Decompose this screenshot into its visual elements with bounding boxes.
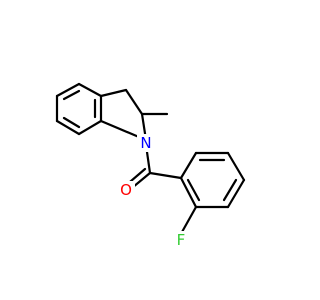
- oxygen-label: O: [120, 181, 132, 199]
- nitrogen-label: N: [140, 134, 151, 152]
- bond: [179, 176, 198, 209]
- bond-double-inner: [222, 178, 238, 202]
- nitrogen-mask: [137, 134, 155, 152]
- fluorine-label: F: [177, 231, 186, 249]
- bond-double-inner: [62, 116, 81, 129]
- bond: [226, 151, 246, 182]
- molecule-diagram: N O F: [55, 82, 246, 249]
- indoline-five-ring: [99, 88, 169, 142]
- bond: [179, 151, 198, 180]
- bond: [226, 178, 246, 209]
- bond: [148, 171, 183, 180]
- fluorophenyl-ring: [179, 151, 246, 234]
- bond: [99, 88, 128, 98]
- structure-canvas: N O F: [55, 82, 246, 249]
- bond: [55, 119, 81, 136]
- c-f-bond: [180, 205, 198, 234]
- atom-labels: N O F: [117, 134, 190, 249]
- oxygen-mask: [117, 181, 135, 199]
- bond: [77, 82, 103, 98]
- bond: [124, 88, 144, 116]
- bond-double-inner: [62, 89, 81, 101]
- indoline-benzene-ring: [55, 82, 103, 136]
- bond: [77, 119, 103, 136]
- bond: [55, 82, 81, 98]
- fluorine-mask: [172, 231, 190, 249]
- bond-double-inner: [186, 178, 201, 202]
